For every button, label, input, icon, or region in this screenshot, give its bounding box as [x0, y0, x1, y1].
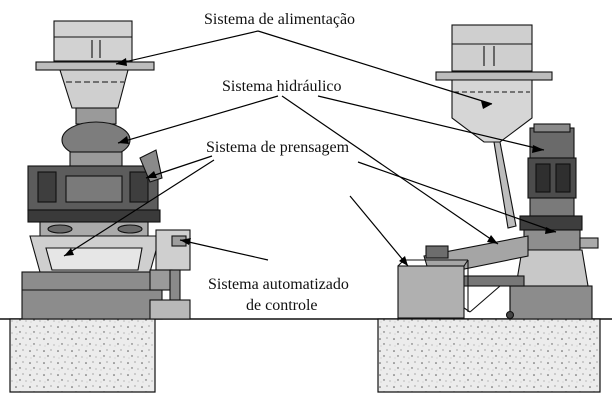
- leader-lines: [63, 30, 557, 267]
- right-hydraulic-unit: [529, 127, 575, 159]
- label-control-system-line2: de controle: [246, 297, 318, 314]
- right-control-cabinet: [397, 265, 465, 319]
- label-control-system-line1: Sistema automatizado: [208, 276, 349, 293]
- left-feed-rail: [35, 61, 155, 71]
- ground: [0, 318, 612, 393]
- right-press-machine: [397, 24, 599, 320]
- label-feed-system: Sistema de alimentação: [204, 11, 355, 28]
- left-feed-hopper: [53, 20, 133, 62]
- label-hydraulic-system: Sistema hidráulico: [222, 78, 342, 95]
- arrow-heads: [64, 58, 556, 266]
- right-press-base: [509, 285, 593, 320]
- left-press-base: [21, 271, 163, 320]
- left-foundation: [9, 318, 156, 393]
- right-feed-hopper: [451, 24, 533, 72]
- label-press-system: Sistema de prensagem: [206, 139, 350, 156]
- right-foundation: [377, 318, 601, 393]
- left-press-machine: [21, 20, 191, 320]
